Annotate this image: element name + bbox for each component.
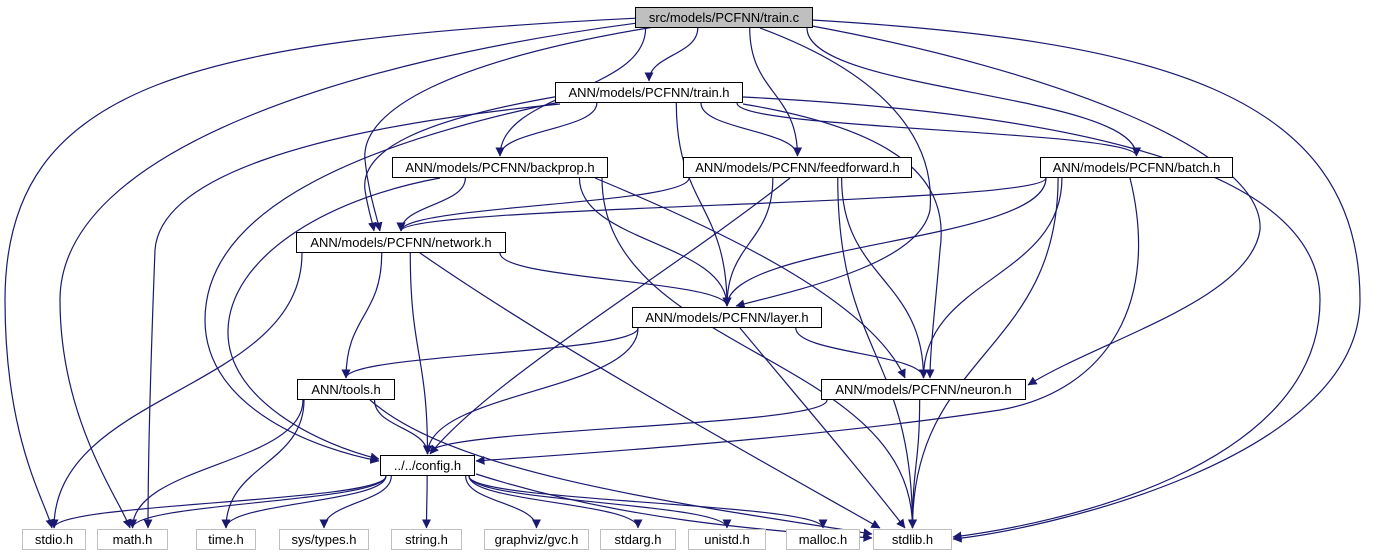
edge-backprop-h-to-config-h [227, 177, 441, 462]
edge-config-h-to-math-h [128, 475, 387, 529]
node-config-h[interactable]: ../../config.h [380, 455, 475, 476]
edge-tools-h-to-stdlib-h [369, 399, 873, 538]
edge-batch-h-to-neuron-h [919, 177, 1063, 379]
node-network-h[interactable]: ANN/models/PCFNN/network.h [296, 232, 506, 253]
edge-batch-h-to-layer-h [722, 177, 1047, 307]
node-stdlib-h: stdlib.h [873, 529, 952, 550]
edge-config-h-to-malloc-h [468, 475, 828, 529]
edge-network-h-to-stdlib-h [419, 252, 881, 529]
edge-layer-h-to-neuron-h [795, 327, 928, 379]
edge-batch-h-to-config-h [475, 177, 1140, 465]
node-train-c[interactable]: src/models/PCFNN/train.c [635, 7, 813, 28]
node-string-h: string.h [391, 529, 462, 550]
edge-feedforward-h-to-layer-h [722, 177, 774, 307]
edge-network-h-to-config-h [409, 252, 432, 455]
edge-network-h-to-layer-h [499, 252, 732, 307]
edge-train-c-to-neuron-h [811, 25, 1261, 386]
edge-backprop-h-to-stdlib-h [601, 177, 917, 529]
edge-config-h-to-sys-types-h [319, 475, 392, 529]
edge-layer [4, 17, 1361, 543]
edge-feedforward-h-to-stdlib-h [837, 177, 917, 529]
edge-train-c-to-train-h [644, 27, 699, 82]
edge-train-c-to-layer-h [735, 27, 932, 309]
edge-config-h-to-stdarg-h [468, 475, 643, 529]
edge-batch-h-to-stdlib-h [908, 177, 1059, 529]
edge-layer-h-to-tools-h [341, 327, 639, 379]
node-batch-h[interactable]: ANN/models/PCFNN/batch.h [1040, 157, 1233, 178]
node-sys-types-h: sys/types.h [279, 529, 369, 550]
edge-config-h-to-stdio-h [49, 475, 387, 529]
edge-tools-h-to-time-h [221, 399, 305, 529]
edge-train-h-to-layer-h [675, 102, 732, 307]
edge-layer-h-to-config-h [423, 327, 639, 455]
node-graphviz-gvc-h: graphviz/gvc.h [484, 529, 589, 550]
node-time-h: time.h [196, 529, 256, 550]
edge-train-h-to-config-h [204, 101, 561, 464]
node-stdarg-h: stdarg.h [600, 529, 676, 550]
edge-train-h-to-batch-h [736, 102, 1141, 157]
node-layer-h[interactable]: ANN/models/PCFNN/layer.h [632, 307, 822, 328]
edge-train-c-to-network-h [364, 25, 661, 232]
edge-backprop-h-to-layer-h [578, 177, 732, 307]
edge-neuron-h-to-stdlib-h [908, 399, 921, 529]
edge-config-h-to-unistd-h [468, 475, 732, 529]
edge-neuron-h-to-config-h [423, 399, 828, 455]
edge-train-h-to-math-h [143, 103, 561, 529]
edge-train-c-to-math-h [59, 21, 646, 529]
edge-network-h-to-stdio-h [49, 252, 303, 529]
edge-train-c-to-stdlib-h [811, 19, 1361, 543]
edge-train-h-to-feedforward-h [700, 102, 802, 157]
node-train-h[interactable]: ANN/models/PCFNN/train.h [555, 82, 743, 103]
node-feedforward-h[interactable]: ANN/models/PCFNN/feedforward.h [683, 157, 912, 178]
node-backprop-h[interactable]: ANN/models/PCFNN/backprop.h [392, 157, 608, 178]
edge-network-h-to-tools-h [341, 252, 383, 379]
edge-feedforward-h-to-config-h [429, 177, 791, 455]
edge-config-h-to-time-h [221, 475, 387, 529]
edge-train-c-to-batch-h [806, 27, 1141, 157]
edge-tools-h-to-math-h [128, 399, 304, 529]
node-math-h: math.h [97, 529, 168, 550]
node-unistd-h: unistd.h [688, 529, 766, 550]
edge-config-h-to-gvc-h [465, 475, 541, 529]
node-tools-h[interactable]: ANN/tools.h [297, 379, 395, 400]
edge-layer-h-to-stdlib-h [739, 327, 906, 529]
edge-batch-h-to-network-h [396, 177, 1047, 232]
edge-feedforward-h-to-network-h [396, 177, 690, 232]
edge-train-c-to-feedforward-h [749, 27, 802, 157]
node-malloc-h: malloc.h [786, 529, 860, 550]
edge-feedforward-h-to-neuron-h [841, 177, 928, 379]
edge-backprop-h-to-neuron-h [594, 177, 906, 379]
node-stdio-h: stdio.h [22, 529, 86, 550]
edge-config-h-to-string-h [422, 475, 432, 529]
edge-train-h-to-stdlib-h [742, 96, 1321, 541]
edge-train-c-to-stdio-h [4, 17, 641, 529]
node-neuron-h[interactable]: ANN/models/PCFNN/neuron.h [821, 379, 1026, 400]
edge-train-h-to-backprop-h [495, 102, 598, 157]
